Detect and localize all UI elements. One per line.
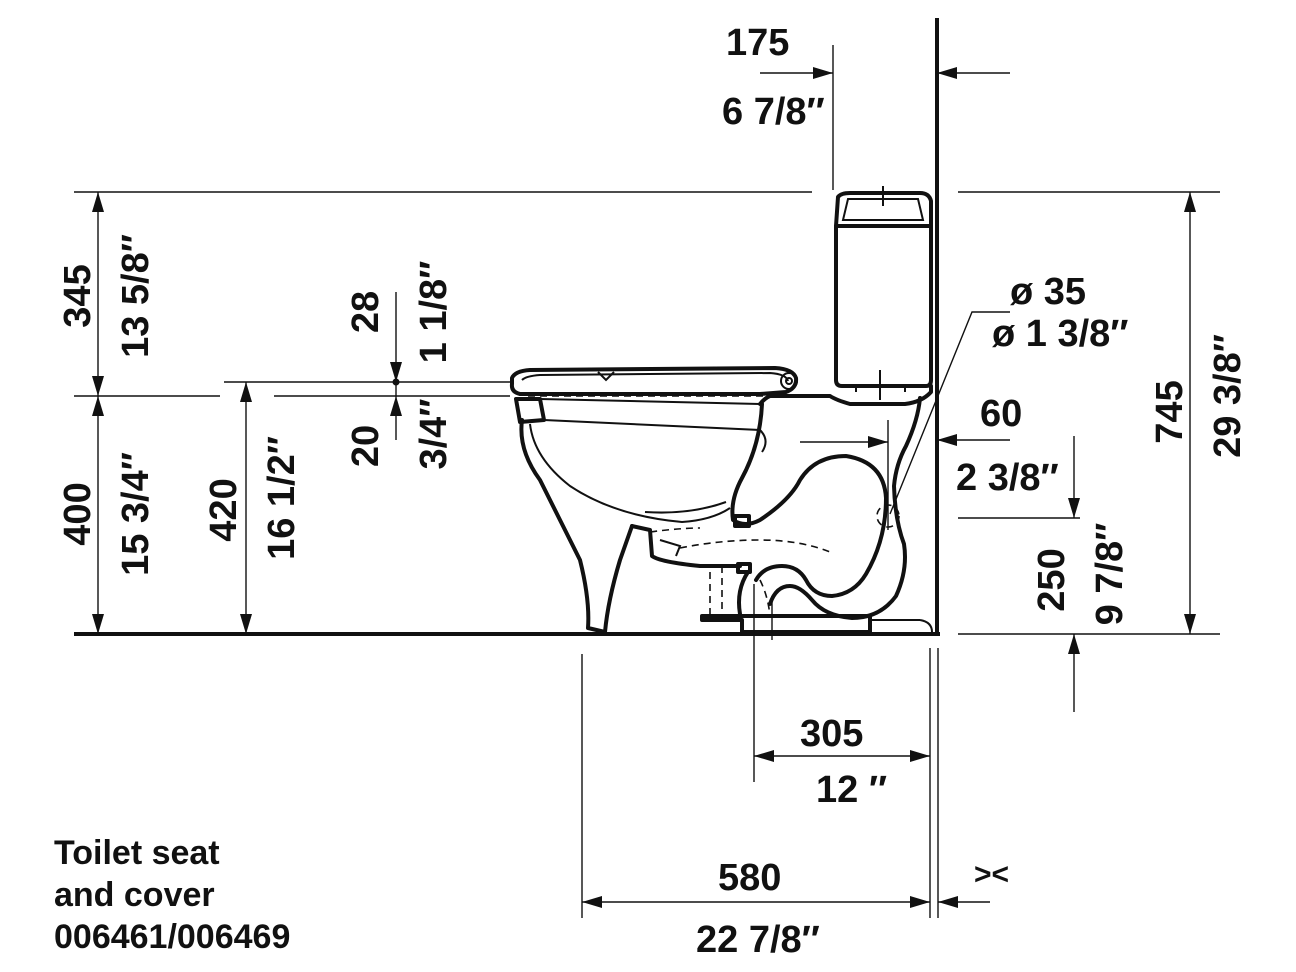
dim-28: 28	[345, 291, 387, 333]
dim-745: 745	[1149, 380, 1191, 443]
toilet-outline	[509, 186, 933, 634]
note-line-2: and cover	[54, 876, 215, 914]
trapway-outer	[768, 396, 922, 620]
seat-cover	[509, 366, 799, 396]
dim-29-3-8: 29 3/8″	[1207, 334, 1249, 458]
dim-16-1-2: 16 1/2″	[261, 436, 303, 560]
note-line-1: Toilet seat	[54, 834, 220, 872]
dim-175: 175	[726, 22, 789, 64]
dim-12: 12 ″	[816, 769, 887, 811]
dim-22-7-8: 22 7/8″	[696, 919, 820, 961]
dim-60: 60	[980, 393, 1022, 435]
bowl-front	[519, 418, 634, 634]
dim-250: 250	[1031, 548, 1073, 611]
hinge	[780, 372, 798, 390]
trapway-upper	[730, 402, 888, 598]
centerlines	[753, 420, 889, 782]
gap-symbol: ><	[974, 858, 1009, 891]
note-line-3: 006461/006469	[54, 918, 290, 956]
dim-13-5-8: 13 5/8″	[115, 234, 157, 358]
part-note: Toilet seat and cover 006461/006469	[54, 834, 290, 956]
dim-15-3-4: 15 3/4″	[115, 452, 157, 576]
dim-dia-1-3-8: ø 1 3/8″	[992, 313, 1129, 355]
dim-400: 400	[57, 482, 99, 545]
dim-3-4: 3/4″	[413, 398, 455, 469]
dim-9-7-8: 9 7/8″	[1089, 523, 1131, 626]
dim-20: 20	[345, 425, 387, 467]
dim-2-3-8: 2 3/8″	[956, 457, 1059, 499]
dim-dia-35: ø 35	[1010, 271, 1086, 313]
seat-ring	[514, 397, 546, 424]
dim-6-7-8: 6 7/8″	[722, 91, 825, 133]
base-plate	[700, 614, 872, 634]
dim-345: 345	[57, 264, 99, 327]
tank-lid	[834, 191, 933, 228]
tank-body	[834, 224, 933, 388]
dim-305: 305	[800, 713, 863, 755]
dim-1-1-8: 1 1/8″	[413, 261, 455, 364]
dimension-labels: 175 6 7/8″ 345 13 5/8″ 28 1 1/8″ 20 3/4″…	[57, 22, 1249, 961]
bowl-base	[630, 524, 742, 568]
dim-420: 420	[203, 478, 245, 541]
dim-580: 580	[718, 857, 781, 899]
